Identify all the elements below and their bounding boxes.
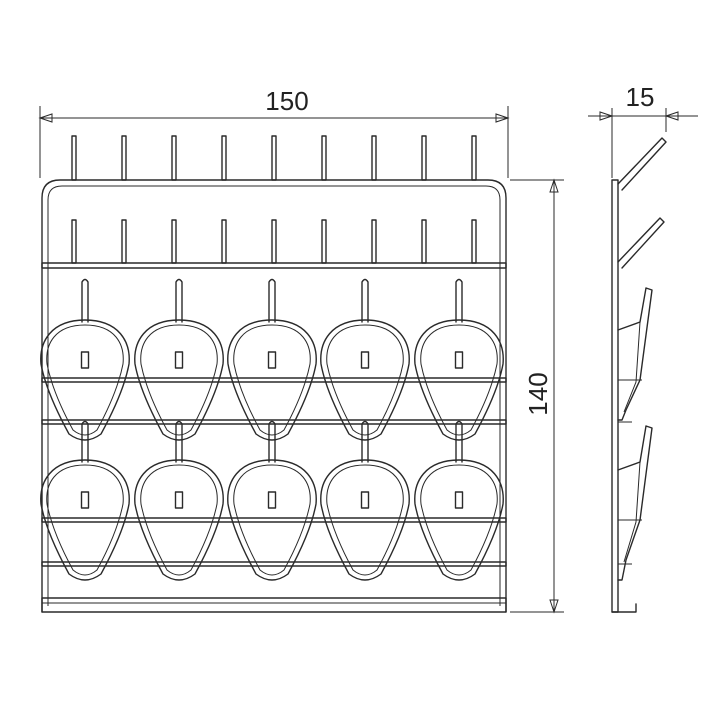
pear-holder [414,420,504,581]
peg [471,219,477,264]
peg [321,135,327,181]
side-foot [611,603,637,613]
pear-holder [414,278,504,441]
peg [121,219,127,264]
dimension-height: 140 [510,178,564,614]
peg [471,135,477,181]
peg [321,219,327,264]
side-view [611,137,667,613]
holders [40,278,504,581]
pear-holder [40,420,130,581]
peg [221,219,227,264]
peg [121,135,127,181]
middle-peg-row [71,219,477,264]
pear-holder [227,420,317,581]
dimension-depth-label: 15 [626,82,655,112]
peg [171,135,177,181]
side-upper-holder-inner [623,321,641,413]
dimension-depth: 15 [588,82,698,178]
peg [171,219,177,264]
pear-holder [320,278,410,441]
top-peg-row [71,135,477,181]
front-view [40,135,507,613]
side-lower-holder-inner [623,461,641,563]
dimension-height-label: 140 [523,372,553,415]
pear-holder [320,420,410,581]
pear-holder [227,278,317,441]
pear-holder [134,420,224,581]
peg [221,135,227,181]
peg [71,135,77,181]
rack-frame [41,179,507,613]
bottom-tray [41,597,507,613]
peg [271,135,277,181]
peg [271,219,277,264]
side-frame [611,179,619,613]
side-upper-holder [617,287,653,421]
peg [371,219,377,264]
peg [421,219,427,264]
side-lower-holder [617,425,653,581]
dimension-width-label: 150 [265,86,308,116]
side-middle-peg [617,217,665,269]
peg [71,219,77,264]
side-upper-peg [617,137,667,191]
rack-frame-inner [47,185,501,606]
peg [421,135,427,181]
upper-bar [41,262,507,269]
peg [371,135,377,181]
pear-holder [40,278,130,441]
cross-wires [41,377,507,567]
pear-holder [134,278,224,441]
dimension-width: 150 [38,86,510,178]
